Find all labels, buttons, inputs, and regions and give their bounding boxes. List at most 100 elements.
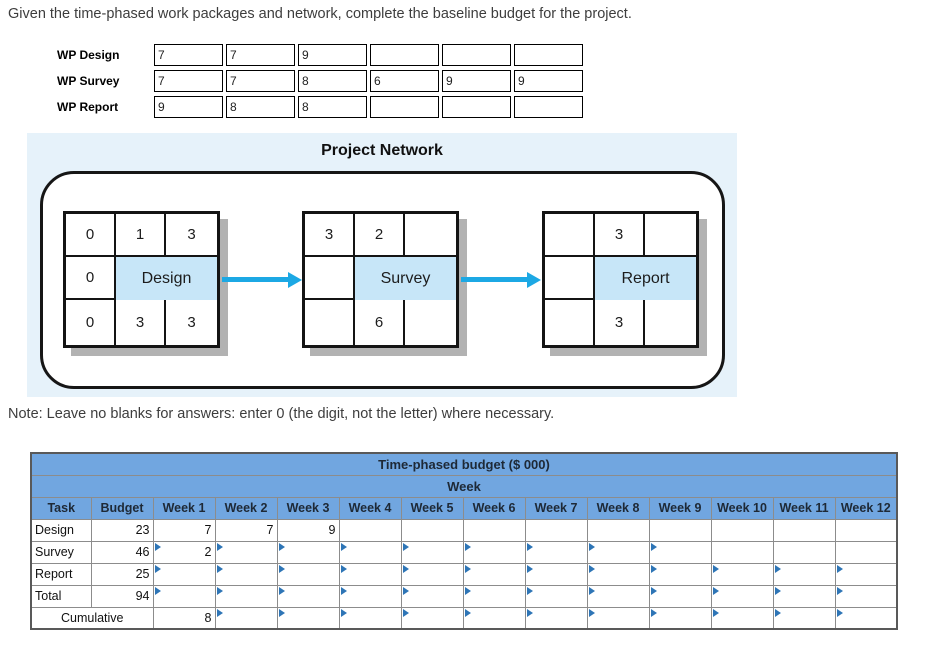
node-bottom-cell: 3 bbox=[116, 300, 166, 345]
budget-input-cell[interactable] bbox=[214, 540, 278, 564]
budget-input-cell[interactable] bbox=[338, 540, 402, 564]
budget-input-cell[interactable] bbox=[462, 606, 526, 630]
wp-value-cell[interactable]: 9 bbox=[154, 96, 223, 118]
budget-input-cell[interactable] bbox=[276, 584, 340, 608]
budget-input-cell[interactable] bbox=[586, 606, 650, 630]
budget-input-cell[interactable] bbox=[276, 540, 340, 564]
budget-input-cell[interactable] bbox=[524, 606, 588, 630]
budget-input-cell[interactable] bbox=[648, 562, 712, 586]
wp-value-cell[interactable] bbox=[442, 96, 511, 118]
budget-input-cell[interactable] bbox=[524, 584, 588, 608]
input-flag-icon bbox=[278, 564, 285, 573]
budget-input-cell[interactable] bbox=[338, 584, 402, 608]
budget-input-cell[interactable] bbox=[400, 562, 464, 586]
input-flag-icon bbox=[340, 564, 347, 573]
budget-input-cell[interactable] bbox=[214, 584, 278, 608]
budget-input-cell[interactable] bbox=[710, 606, 774, 630]
week-header-row: Week bbox=[30, 474, 898, 498]
budget-input-cell[interactable] bbox=[524, 540, 588, 564]
budget-input-cell[interactable] bbox=[648, 606, 712, 630]
column-header-week-2: Week 2 bbox=[214, 496, 278, 520]
budget-input-cell[interactable] bbox=[710, 562, 774, 586]
input-flag-icon bbox=[712, 608, 719, 617]
budget-input-cell[interactable] bbox=[152, 562, 216, 586]
budget-input-cell[interactable] bbox=[772, 562, 836, 586]
budget-title-row: Time-phased budget ($ 000) bbox=[30, 452, 898, 476]
task-cell: Report bbox=[30, 562, 92, 586]
wp-value-cell[interactable]: 7 bbox=[154, 70, 223, 92]
budget-input-cell[interactable] bbox=[834, 606, 898, 630]
wp-value-cell[interactable]: 9 bbox=[442, 70, 511, 92]
task-cell: Total bbox=[30, 584, 92, 608]
budget-input-cell[interactable] bbox=[648, 540, 712, 564]
budget-input-cell[interactable]: 2 bbox=[152, 540, 216, 564]
budget-input-cell[interactable] bbox=[276, 606, 340, 630]
wp-value-cell[interactable]: 7 bbox=[154, 44, 223, 66]
wp-value-cell[interactable] bbox=[514, 44, 583, 66]
node-activity-name: Design bbox=[116, 257, 217, 300]
budget-input-cell[interactable] bbox=[834, 562, 898, 586]
wp-value-cell[interactable]: 9 bbox=[298, 44, 367, 66]
budget-input-cell[interactable] bbox=[524, 562, 588, 586]
column-header-week-5: Week 5 bbox=[400, 496, 464, 520]
wp-value-cell[interactable] bbox=[370, 96, 439, 118]
budget-input-cell[interactable] bbox=[152, 584, 216, 608]
wp-value-cell[interactable] bbox=[442, 44, 511, 66]
budget-input-cell[interactable] bbox=[338, 562, 402, 586]
wp-value-cell[interactable]: 6 bbox=[370, 70, 439, 92]
budget-input-cell[interactable] bbox=[338, 606, 402, 630]
budget-input-cell-focused[interactable]: 8 bbox=[152, 606, 216, 630]
flow-arrow-survey-report bbox=[461, 277, 528, 282]
budget-input-cell[interactable] bbox=[462, 540, 526, 564]
input-flag-icon bbox=[154, 564, 161, 573]
input-flag-icon bbox=[712, 586, 719, 595]
budget-input-cell[interactable] bbox=[400, 540, 464, 564]
wp-value-cell[interactable] bbox=[514, 96, 583, 118]
column-header-week-12: Week 12 bbox=[834, 496, 898, 520]
node-top-cell bbox=[545, 214, 595, 257]
column-header-week-7: Week 7 bbox=[524, 496, 588, 520]
budget-input-cell[interactable] bbox=[648, 584, 712, 608]
budget-input-cell[interactable] bbox=[214, 562, 278, 586]
budget-input-value: 2 bbox=[204, 545, 212, 559]
input-flag-icon bbox=[526, 542, 533, 551]
budget-input-cell[interactable] bbox=[586, 562, 650, 586]
budget-input-cell[interactable] bbox=[462, 562, 526, 586]
node-top-cell: 3 bbox=[166, 214, 217, 257]
budget-input-cell[interactable] bbox=[400, 606, 464, 630]
budget-input-cell[interactable] bbox=[586, 584, 650, 608]
input-flag-icon bbox=[836, 608, 843, 617]
wp-value-cell[interactable]: 8 bbox=[298, 70, 367, 92]
wp-value-cell[interactable] bbox=[370, 44, 439, 66]
input-flag-icon bbox=[526, 608, 533, 617]
budget-input-cell[interactable] bbox=[462, 584, 526, 608]
input-flag-icon bbox=[402, 542, 409, 551]
wp-value-cell[interactable]: 7 bbox=[226, 70, 295, 92]
budget-input-cell[interactable] bbox=[586, 540, 650, 564]
wp-value-cell[interactable]: 8 bbox=[226, 96, 295, 118]
budget-cell bbox=[400, 518, 464, 542]
budget-input-cell[interactable] bbox=[772, 584, 836, 608]
column-header-week-9: Week 9 bbox=[648, 496, 712, 520]
input-flag-icon bbox=[340, 586, 347, 595]
wp-value-cell[interactable]: 9 bbox=[514, 70, 583, 92]
budget-input-cell[interactable] bbox=[276, 562, 340, 586]
input-flag-icon bbox=[650, 586, 657, 595]
budget-input-cell[interactable] bbox=[710, 584, 774, 608]
input-flag-icon bbox=[526, 586, 533, 595]
column-header-week-4: Week 4 bbox=[338, 496, 402, 520]
wp-value-cell[interactable]: 8 bbox=[298, 96, 367, 118]
input-flag-icon bbox=[712, 564, 719, 573]
wp-value-cell[interactable]: 7 bbox=[226, 44, 295, 66]
input-flag-icon bbox=[464, 564, 471, 573]
budget-input-cell[interactable] bbox=[214, 606, 278, 630]
budget-input-cell[interactable] bbox=[834, 584, 898, 608]
budget-input-cell[interactable] bbox=[772, 606, 836, 630]
budget-cell bbox=[524, 518, 588, 542]
budget-input-cell[interactable] bbox=[400, 584, 464, 608]
